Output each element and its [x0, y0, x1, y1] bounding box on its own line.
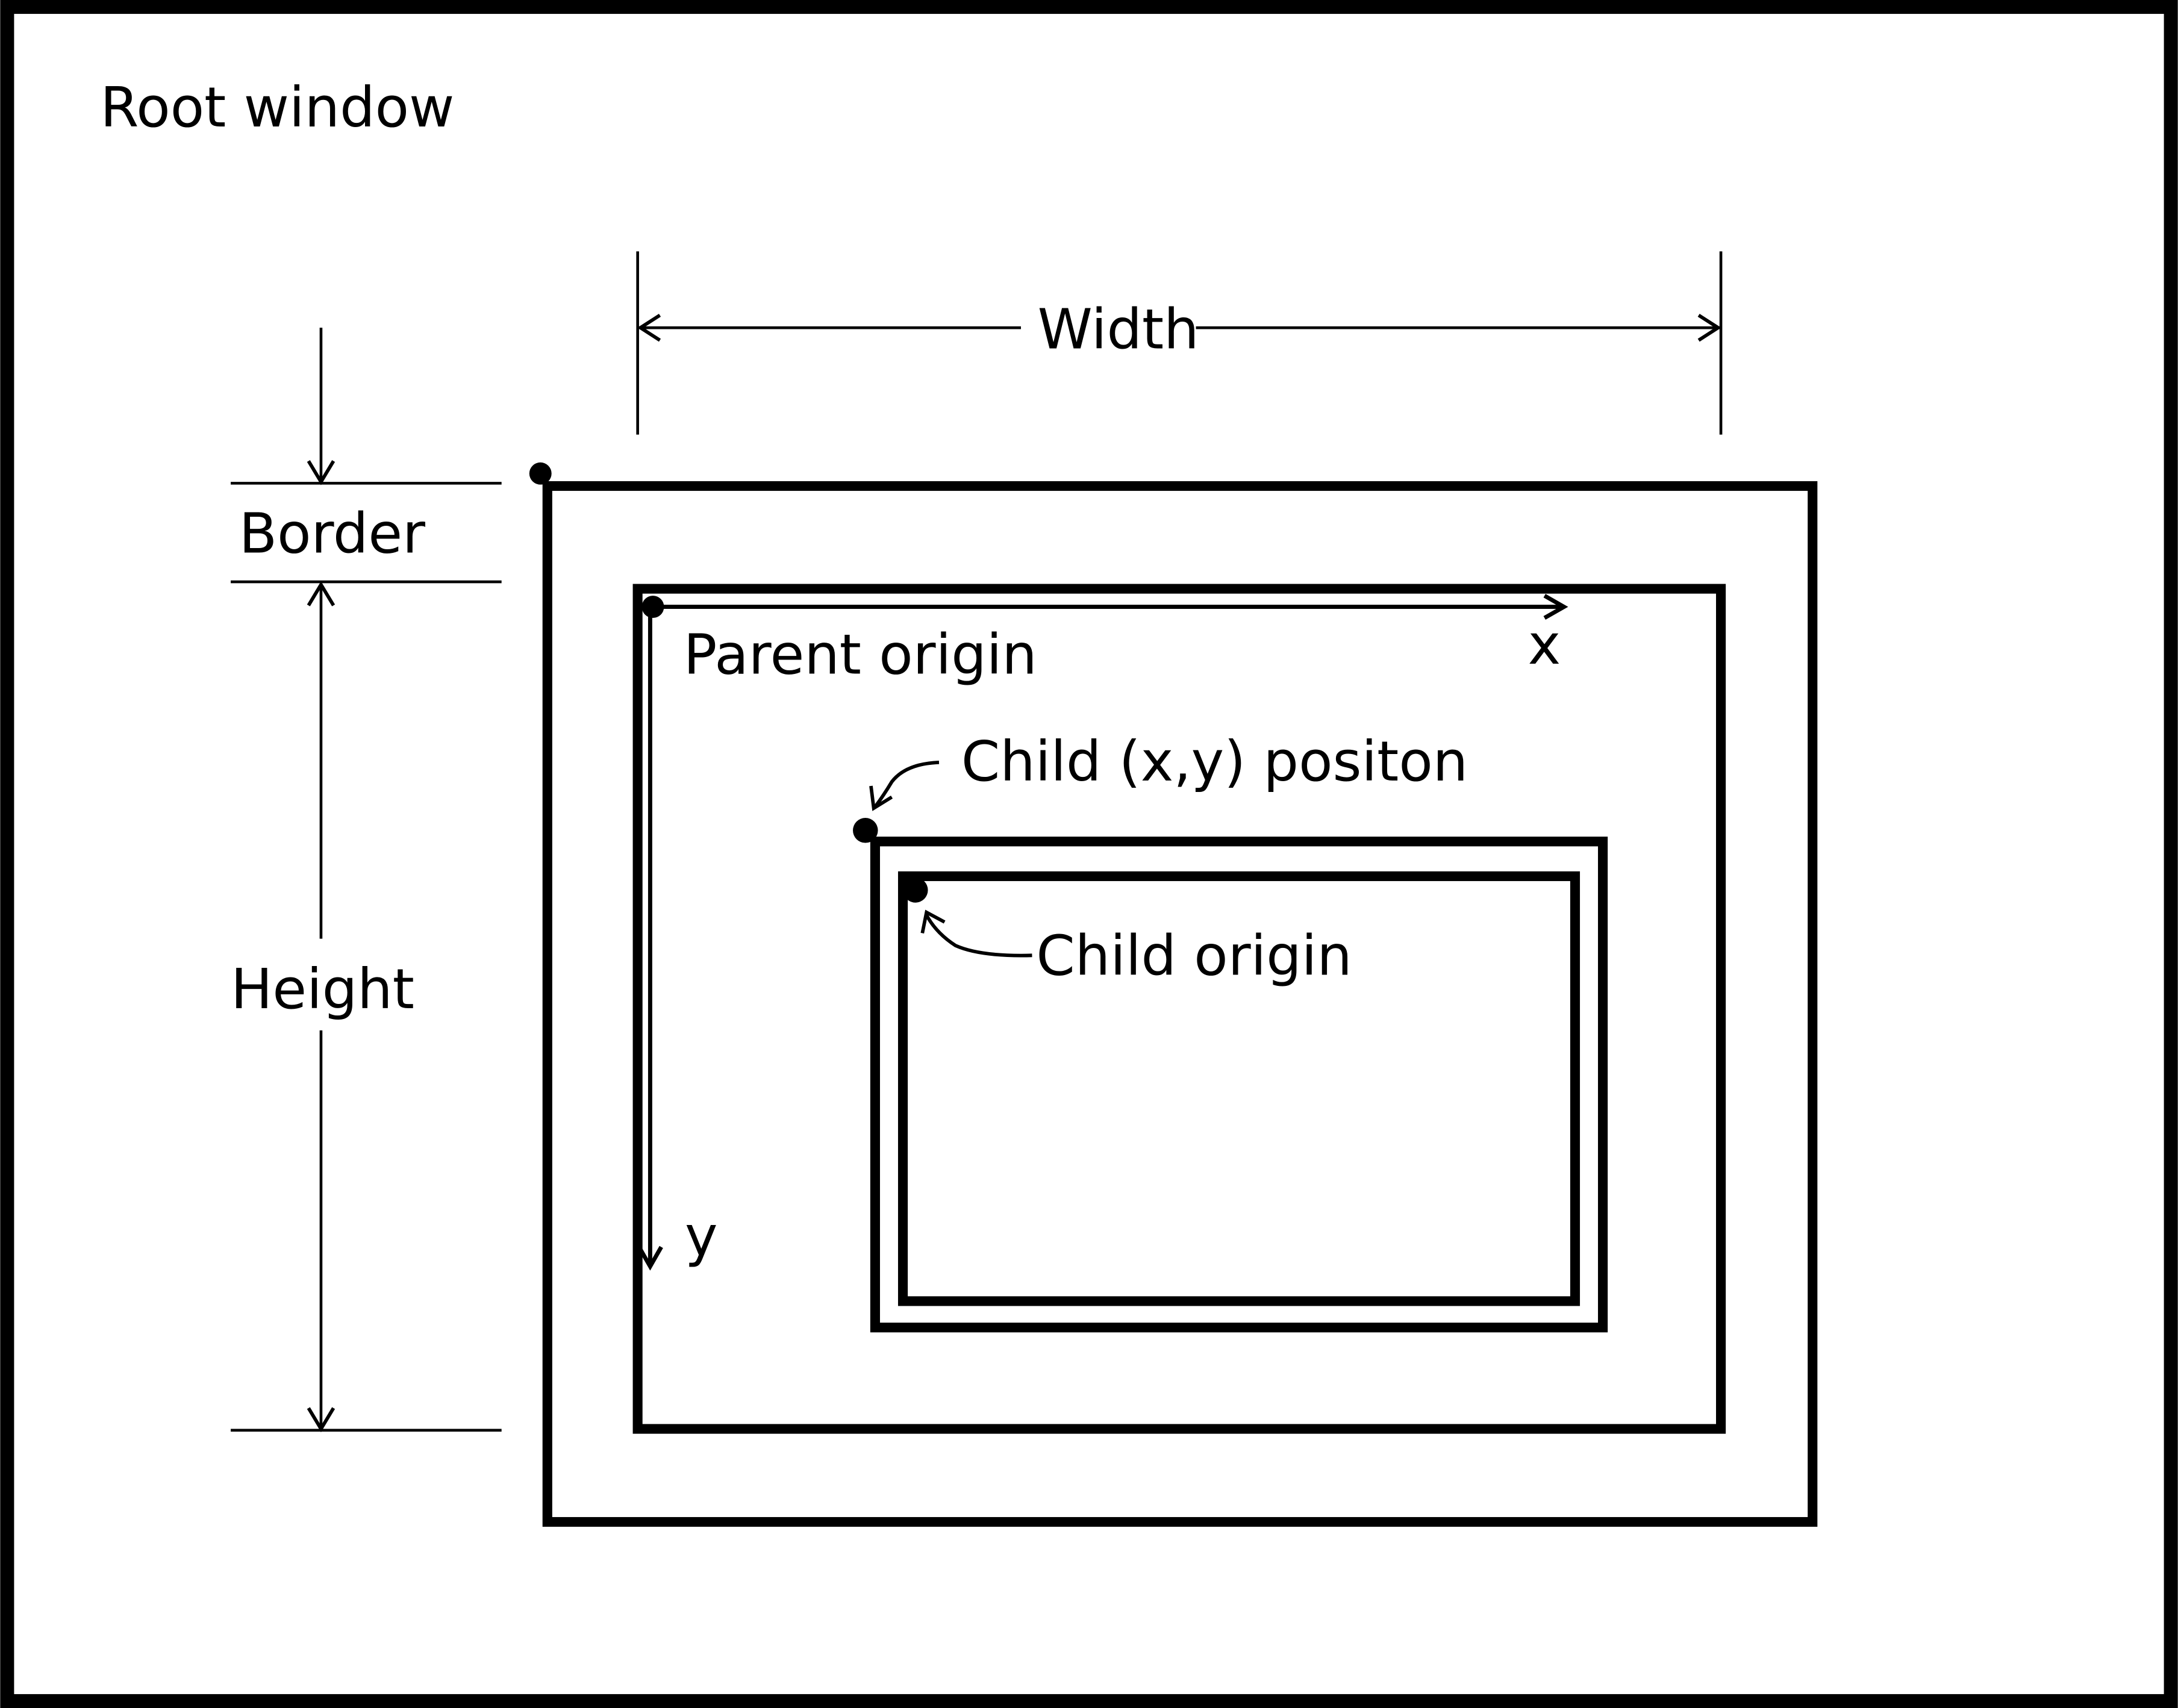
parent-origin-label: Parent origin [684, 622, 1037, 687]
parent-origin-dot [641, 596, 664, 619]
border-label: Border [239, 501, 425, 566]
child-origin-label: Child origin [1036, 923, 1352, 988]
window-outer-border [542, 481, 1818, 1527]
child-origin-pointer-head [920, 909, 946, 933]
child-window [897, 871, 1580, 1306]
child-window-border [870, 837, 1608, 1333]
child-position-dot [853, 818, 878, 843]
x-axis-arrow [1543, 594, 1568, 620]
window-position-dot [529, 462, 552, 485]
child-position-pointer [873, 760, 940, 808]
width-arrow-right [1697, 313, 1721, 342]
child-position-label: Child (x,y) positon [961, 729, 1468, 794]
parent-window [632, 584, 1726, 1434]
child-origin-dot [903, 877, 928, 903]
child-position-pointer-head [869, 785, 893, 811]
y-axis-arrow [637, 1245, 663, 1271]
root-window-label: Root window [100, 75, 454, 140]
width-arrow-left [637, 313, 661, 342]
height-label: Height [231, 956, 414, 1021]
x-axis-label: x [1528, 612, 1561, 677]
child-origin-pointer [925, 914, 1032, 958]
y-axis-label: y [685, 1203, 718, 1268]
height-arrow-up [307, 581, 335, 606]
width-label: Width [1038, 297, 1199, 362]
